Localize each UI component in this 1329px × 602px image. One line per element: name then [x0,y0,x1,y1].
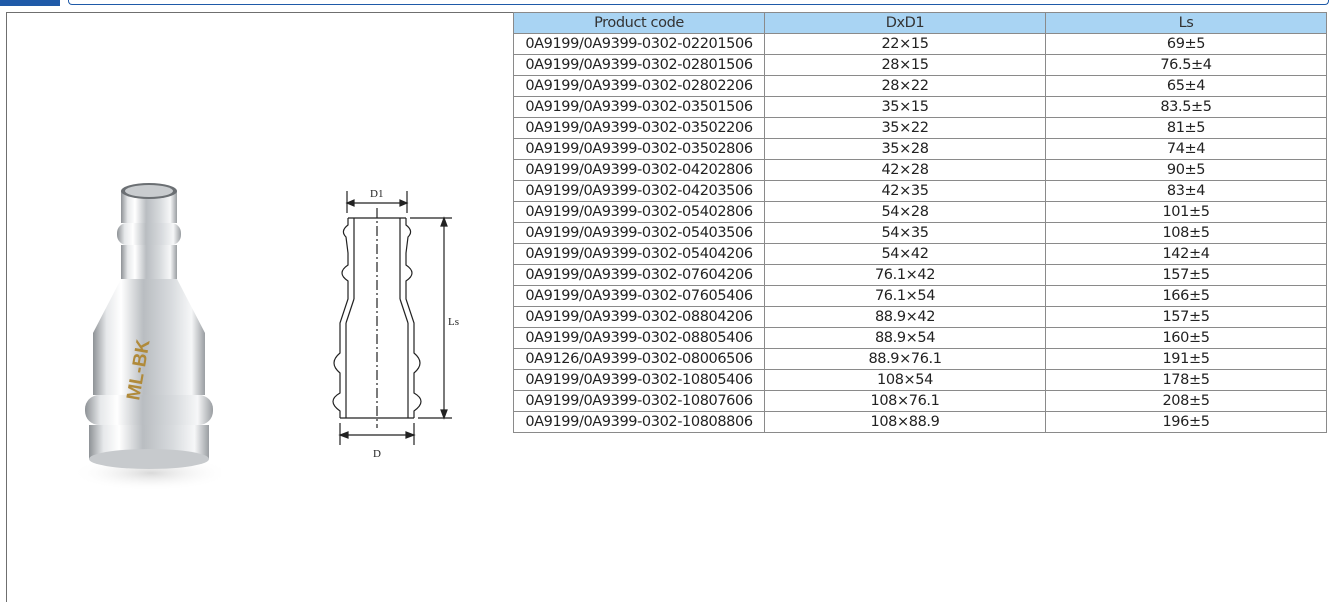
header-ls: Ls [1045,12,1327,34]
ls-cell: 191±5 [1045,348,1327,370]
header-bar [68,0,1329,5]
dxd1-cell: 54×28 [764,201,1046,223]
dxd1-cell: 76.1×54 [764,285,1046,307]
header-dxd1: DxD1 [764,12,1046,34]
product-code-cell: 0A9199/0A9399-0302-04202806 [513,159,765,181]
header-accent-tab [0,0,60,6]
product-code-cell: 0A9199/0A9399-0302-10807606 [513,390,765,412]
product-code-cell: 0A9199/0A9399-0302-07605406 [513,285,765,307]
ls-cell: 157±5 [1045,306,1327,328]
ls-cell: 83.5±5 [1045,96,1327,118]
ls-cell: 101±5 [1045,201,1327,223]
d-label: D [373,448,381,460]
dimension-drawing: D1 Ls D [332,188,459,460]
ls-cell: 81±5 [1045,117,1327,139]
ls-cell: 74±4 [1045,138,1327,160]
product-code-cell: 0A9199/0A9399-0302-03501506 [513,96,765,118]
dxd1-cell: 35×15 [764,96,1046,118]
ls-cell: 69±5 [1045,33,1327,55]
dxd1-cell: 28×22 [764,75,1046,97]
product-code-cell: 0A9199/0A9399-0302-02801506 [513,54,765,76]
dxd1-cell: 22×15 [764,33,1046,55]
product-code-cell: 0A9199/0A9399-0302-04203506 [513,180,765,202]
dxd1-cell: 88.9×54 [764,327,1046,349]
ls-cell: 108±5 [1045,222,1327,244]
product-spec-table: Product code DxD1 Ls 0A9199/0A9399-0302-… [513,12,1327,433]
ls-cell: 208±5 [1045,390,1327,412]
ls-label: Ls [448,316,459,328]
d1-label: D1 [370,188,383,200]
product-code-cell: 0A9199/0A9399-0302-05403506 [513,222,765,244]
dxd1-cell: 28×15 [764,54,1046,76]
table-header-row: Product code DxD1 Ls [513,12,1327,34]
product-code-cell: 0A9199/0A9399-0302-08804206 [513,306,765,328]
product-code-cell: 0A9199/0A9399-0302-02802206 [513,75,765,97]
product-code-cell: 0A9199/0A9399-0302-10805406 [513,369,765,391]
dxd1-cell: 76.1×42 [764,264,1046,286]
dxd1-cell: 35×28 [764,138,1046,160]
ls-cell: 166±5 [1045,285,1327,307]
header-product-code: Product code [513,12,765,34]
ls-cell: 196±5 [1045,411,1327,433]
product-illustration-panel: ML-BK [6,12,513,602]
ls-cell: 178±5 [1045,369,1327,391]
dxd1-cell: 108×88.9 [764,411,1046,433]
dxd1-cell: 108×54 [764,369,1046,391]
dxd1-cell: 35×22 [764,117,1046,139]
ls-cell: 142±4 [1045,243,1327,265]
dxd1-cell: 54×35 [764,222,1046,244]
product-code-cell: 0A9199/0A9399-0302-05402806 [513,201,765,223]
dxd1-cell: 108×76.1 [764,390,1046,412]
dxd1-cell: 88.9×76.1 [764,348,1046,370]
product-code-cell: 0A9199/0A9399-0302-10808806 [513,411,765,433]
dxd1-cell: 42×28 [764,159,1046,181]
dxd1-cell: 42×35 [764,180,1046,202]
ls-cell: 160±5 [1045,327,1327,349]
reducer-fitting-photo: ML-BK [71,183,221,491]
product-code-cell: 0A9199/0A9399-0302-05404206 [513,243,765,265]
dxd1-cell: 54×42 [764,243,1046,265]
ls-cell: 90±5 [1045,159,1327,181]
ls-cell: 157±5 [1045,264,1327,286]
ls-cell: 65±4 [1045,75,1327,97]
product-code-cell: 0A9199/0A9399-0302-03502206 [513,117,765,139]
product-code-cell: 0A9199/0A9399-0302-02201506 [513,33,765,55]
ls-cell: 76.5±4 [1045,54,1327,76]
product-code-cell: 0A9199/0A9399-0302-07604206 [513,264,765,286]
product-code-cell: 0A9126/0A9399-0302-08006506 [513,348,765,370]
ls-cell: 83±4 [1045,180,1327,202]
dxd1-cell: 88.9×42 [764,306,1046,328]
product-code-cell: 0A9199/0A9399-0302-03502806 [513,138,765,160]
product-code-cell: 0A9199/0A9399-0302-08805406 [513,327,765,349]
